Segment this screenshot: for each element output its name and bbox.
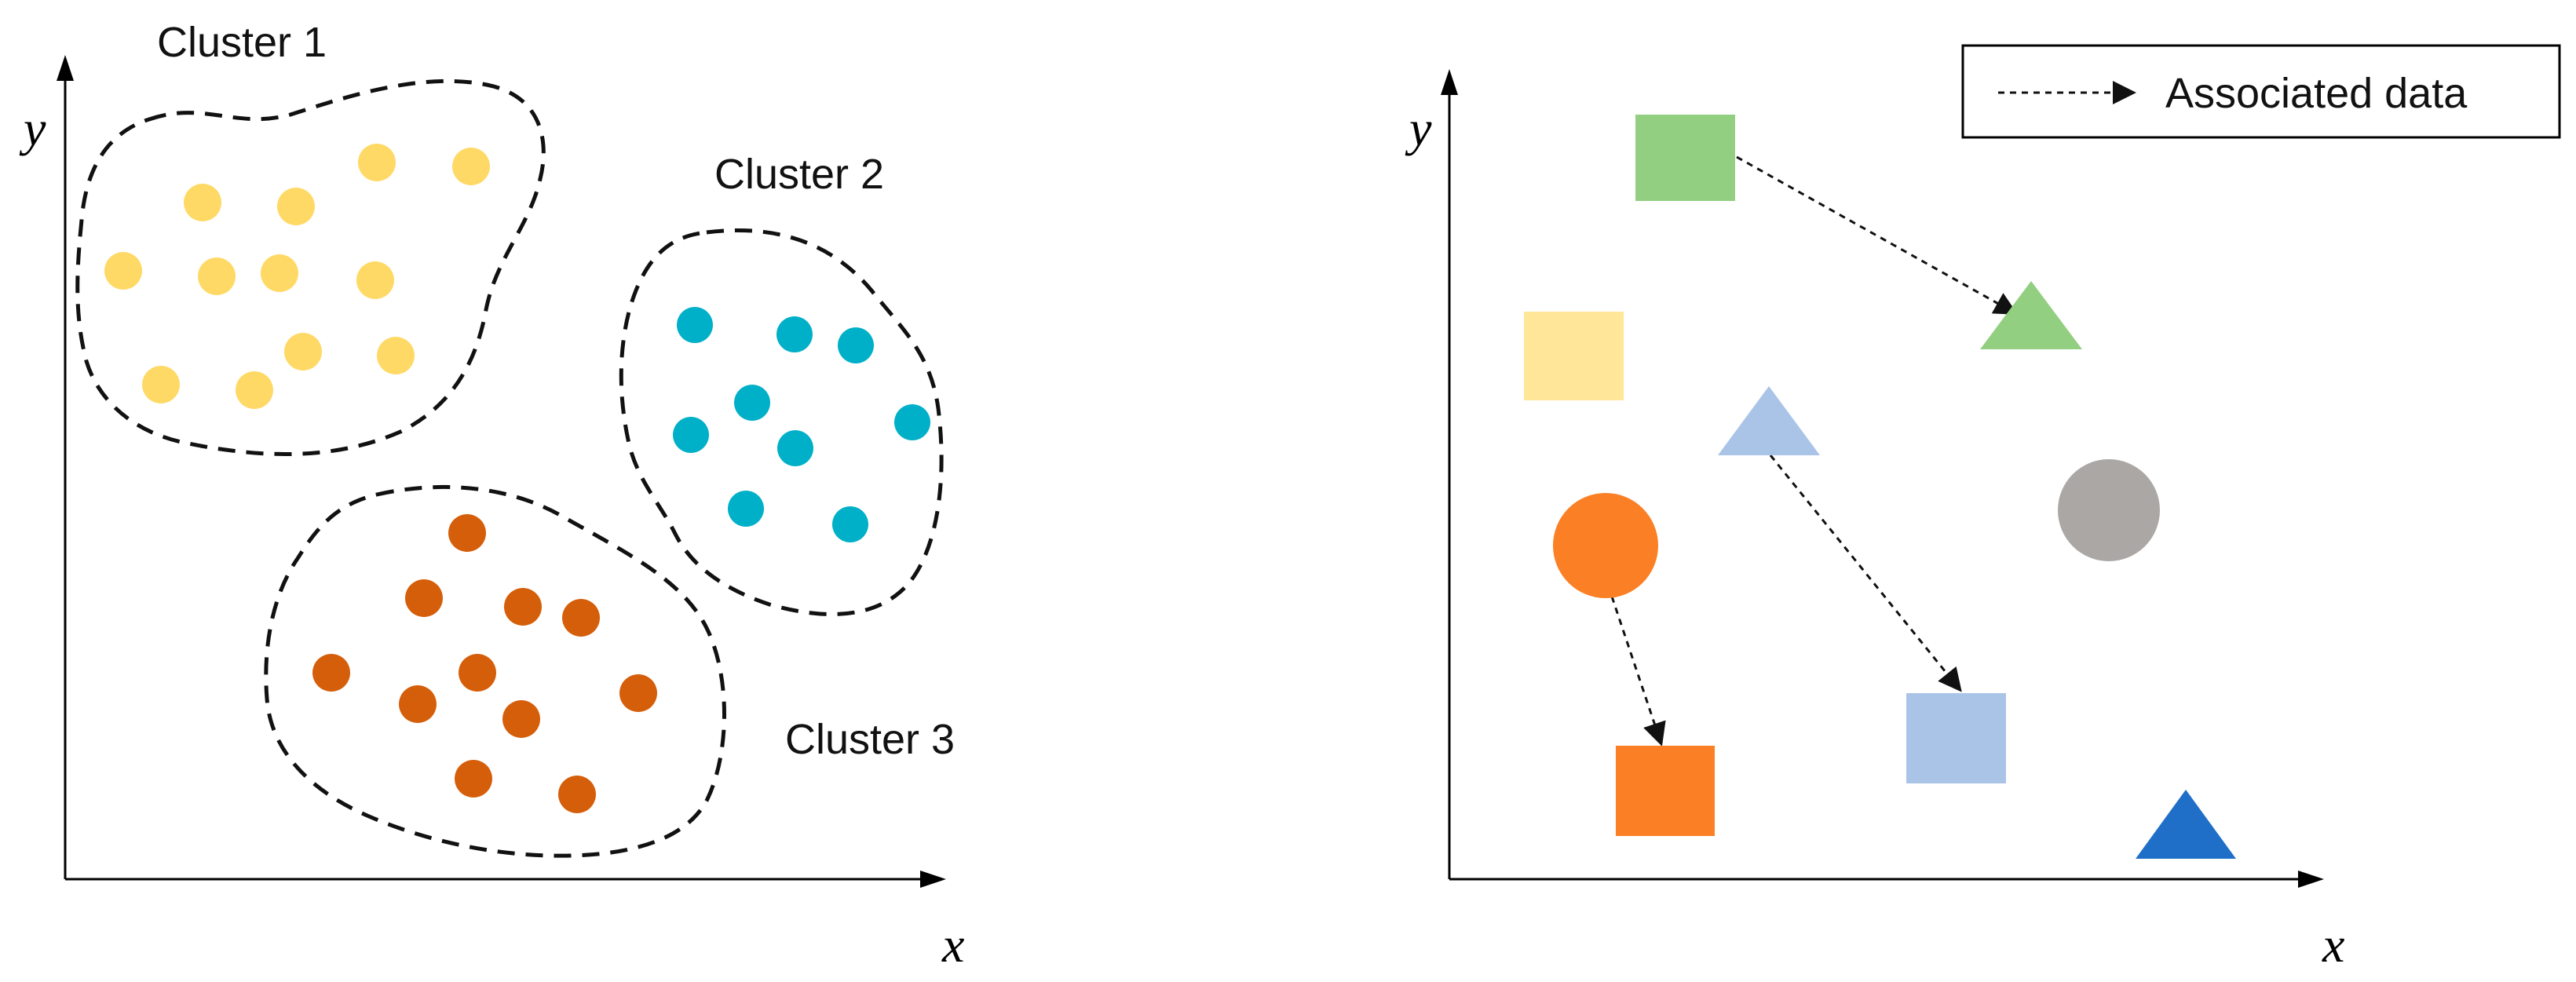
cluster-3-points — [312, 514, 657, 813]
left-x-arrowhead — [920, 871, 946, 888]
cluster-2-point — [734, 385, 770, 421]
association-arrows — [1610, 155, 2019, 747]
left-axes: y x — [19, 55, 964, 973]
orange-circle — [1553, 493, 1658, 598]
cluster-1: Cluster 1 — [75, 19, 546, 456]
cluster-2-boundary — [619, 228, 944, 616]
cluster-3-point — [619, 674, 657, 712]
cluster-3: Cluster 3 — [264, 485, 955, 858]
cluster-1-point — [261, 254, 298, 292]
green-square — [1635, 115, 1735, 201]
cluster-3-label: Cluster 3 — [785, 716, 955, 763]
cluster-2-points — [673, 307, 930, 542]
orange-square — [1616, 746, 1715, 836]
right-panel: y x Associated data — [1405, 44, 2561, 973]
cluster-2-point — [894, 404, 930, 440]
cluster-3-point — [502, 700, 540, 738]
cluster-1-point — [142, 366, 180, 403]
cluster-2-point — [777, 430, 813, 466]
cluster-3-point — [312, 654, 350, 692]
cluster-2-point — [728, 491, 764, 527]
blue-triangle — [1718, 386, 1820, 455]
legend-label: Associated data — [2165, 70, 2468, 117]
right-y-arrowhead — [1441, 69, 1458, 95]
right-x-arrowhead — [2298, 871, 2324, 888]
cluster-3-point — [448, 514, 486, 552]
association-arrow — [1610, 596, 1666, 747]
cluster-3-point — [459, 654, 496, 692]
yellow-square — [1524, 312, 1624, 400]
cluster-1-point — [284, 333, 322, 371]
cluster-1-point — [452, 148, 490, 185]
cluster-3-point — [455, 760, 492, 798]
cluster-1-points — [104, 144, 490, 409]
cluster-2: Cluster 2 — [619, 151, 944, 616]
left-y-arrowhead — [57, 55, 74, 81]
cluster-1-point — [184, 184, 221, 221]
cluster-2-point — [677, 307, 713, 343]
legend: Associated data — [1961, 44, 2561, 139]
gray-circle — [2058, 459, 2160, 561]
cluster-1-point — [198, 257, 236, 295]
left-x-axis-label: x — [941, 917, 964, 973]
association-arrow — [1769, 454, 1962, 692]
left-y-axis-label: y — [19, 100, 46, 156]
cluster-2-point — [673, 417, 709, 453]
data-items — [1524, 115, 2236, 859]
cluster-3-point — [558, 776, 596, 813]
blue-square — [1906, 693, 2006, 783]
cluster-1-point — [277, 188, 315, 225]
cluster-1-point — [104, 252, 142, 290]
cluster-1-point — [356, 261, 394, 299]
cluster-3-boundary — [264, 485, 726, 858]
cluster-2-point — [838, 327, 874, 363]
right-x-axis-label: x — [2322, 917, 2344, 973]
cluster-3-point — [504, 588, 542, 626]
association-arrow — [1736, 155, 2019, 315]
left-panel: y x Cluster 1 Cluster 2 — [19, 19, 964, 973]
cluster-2-point — [832, 506, 868, 542]
cluster-2-point — [776, 316, 813, 352]
cluster-1-point — [377, 337, 415, 374]
cluster-3-point — [562, 599, 600, 637]
right-axes: y x — [1405, 69, 2344, 973]
cluster-1-point — [358, 144, 396, 181]
cluster-3-point — [405, 579, 443, 617]
green-triangle — [1980, 281, 2082, 349]
right-y-axis-label: y — [1405, 100, 1432, 156]
dark-blue-triangle — [2136, 790, 2236, 859]
cluster-1-label: Cluster 1 — [157, 19, 327, 66]
cluster-1-boundary — [75, 78, 546, 456]
cluster-3-point — [399, 685, 437, 723]
cluster-1-point — [236, 371, 273, 409]
cluster-2-label: Cluster 2 — [714, 151, 884, 198]
